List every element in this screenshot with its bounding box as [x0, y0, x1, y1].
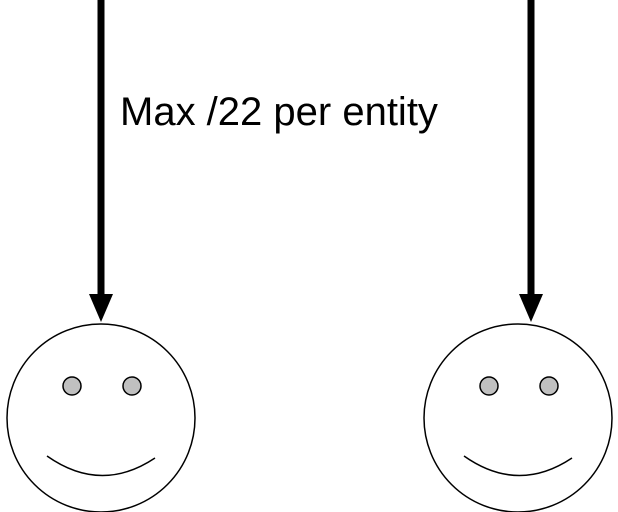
left-arrow-head — [89, 294, 113, 322]
right-arrow — [519, 0, 543, 322]
limit-label: Max /22 per entity — [120, 90, 438, 134]
left-arrow — [89, 0, 113, 322]
left-face-smile — [46, 455, 156, 477]
left-entity-face — [6, 323, 196, 512]
right-entity-face — [423, 323, 613, 512]
right-face-smile — [463, 455, 573, 477]
right-face-left-eye — [479, 376, 499, 396]
left-face-outline — [6, 323, 196, 512]
left-face-left-eye — [62, 376, 82, 396]
right-arrow-head — [519, 294, 543, 322]
left-face-right-eye — [122, 376, 142, 396]
right-face-right-eye — [539, 376, 559, 396]
right-face-outline — [423, 323, 613, 512]
